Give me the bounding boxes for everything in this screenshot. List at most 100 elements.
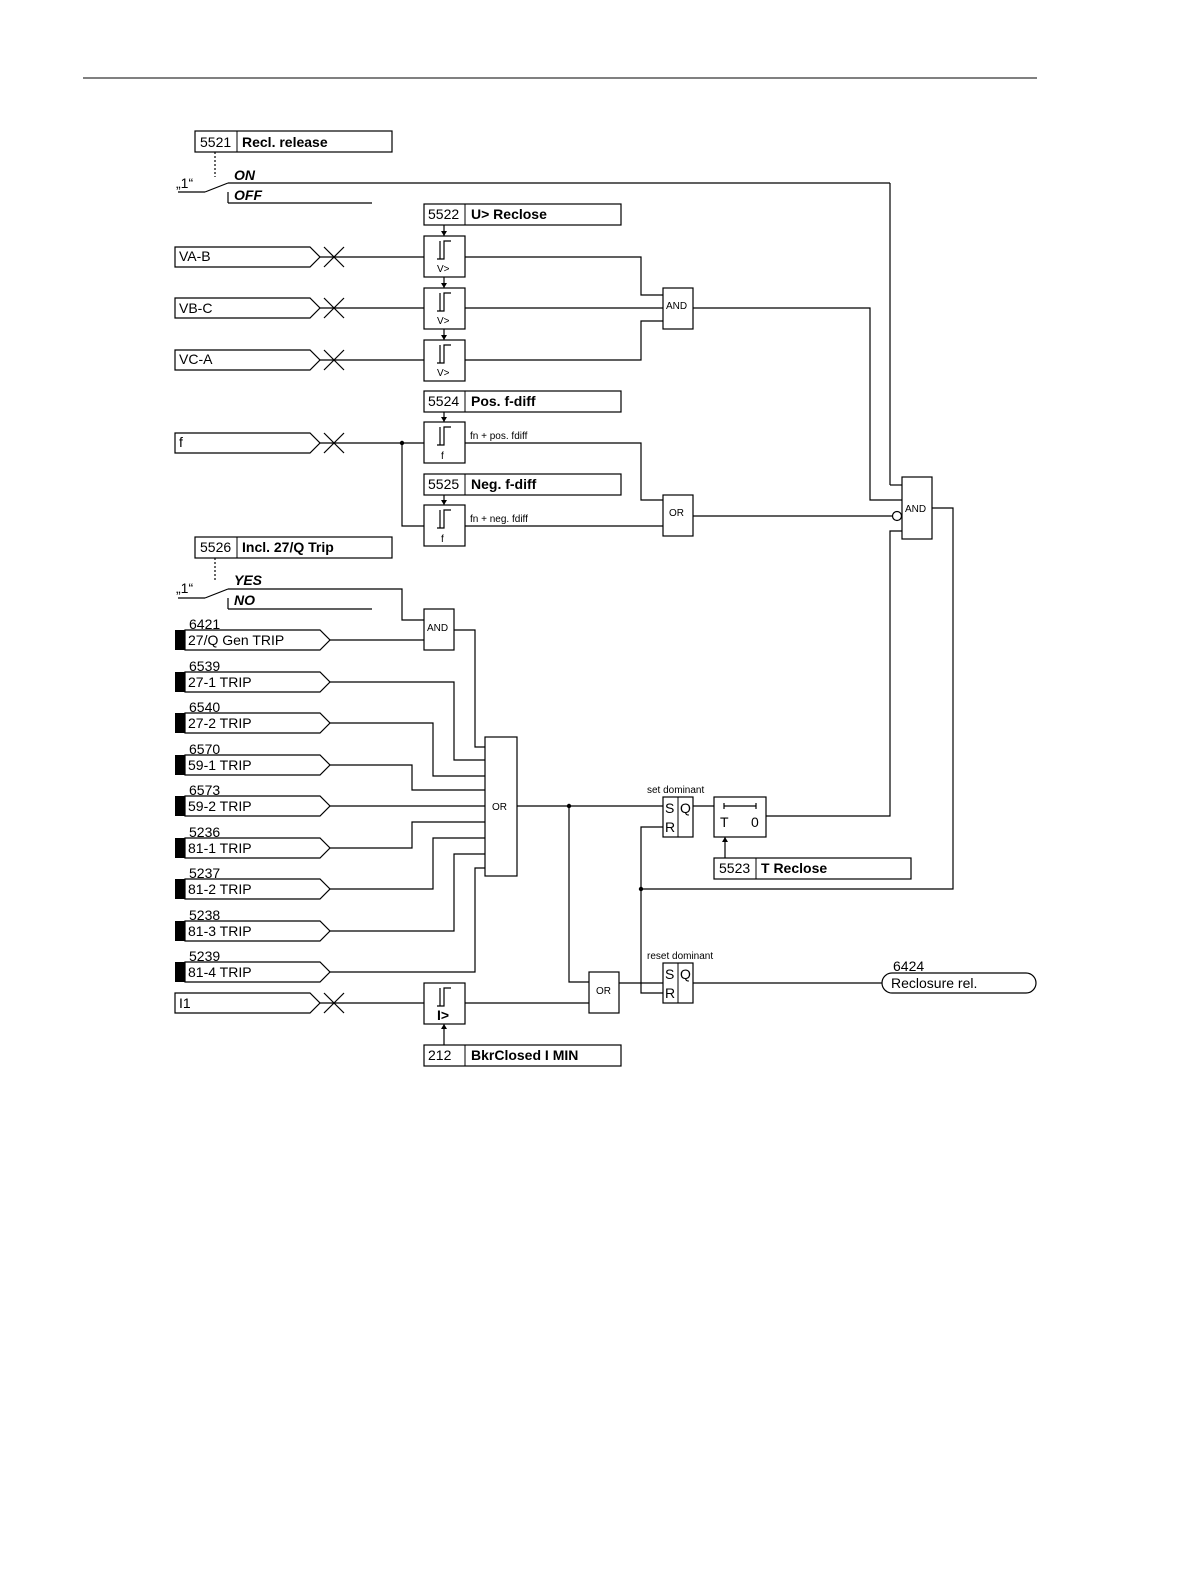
or-gate-breaker: OR [588,971,620,1014]
svg-text:27-2 TRIP: 27-2 TRIP [188,715,252,731]
param-5525: 5525 Neg. f-diff [423,473,622,496]
svg-text:V>: V> [437,264,450,275]
svg-text:0: 0 [751,814,759,830]
svg-text:VC-A: VC-A [179,351,213,367]
param-5526: 5526 Incl. 27/Q Trip [194,536,393,559]
flipflop-set-dominant: S R Q [662,796,694,838]
param-5522: 5522 U> Reclose [423,203,622,226]
input-vbc: VB-C [174,297,424,319]
binary-input-6539: 6539 27-1 TRIP [175,658,485,761]
input-i1: I1 [174,992,424,1014]
binary-input-5236: 5236 81-1 TRIP [175,821,485,859]
svg-text:27-1 TRIP: 27-1 TRIP [188,674,252,690]
binary-input-6421: 6421 27/Q Gen TRIP [175,616,424,651]
svg-text:I>: I> [437,1007,449,1023]
svg-text:„1“: „1“ [176,580,193,596]
svg-text:5237: 5237 [189,865,220,881]
svg-text:AND: AND [905,504,926,515]
input-vca: VC-A [174,349,424,371]
input-vab: VA-B [174,246,424,268]
param-212: 212 BkrClosed I MIN [423,1044,622,1067]
svg-text:5522: 5522 [428,206,459,222]
threshold-i: I> [423,982,466,1025]
svg-text:6573: 6573 [189,782,220,798]
threshold-f-neg: f [423,504,466,547]
svg-text:S: S [665,966,674,982]
param-5523: 5523 T Reclose [713,857,912,880]
param-5524: 5524 Pos. f-diff [423,390,622,413]
svg-text:6570: 6570 [189,741,220,757]
const-one-label: „1“ [176,175,193,191]
switch-recl-release: „1“ ON OFF [176,152,890,204]
reset-dominant-label: reset dominant [647,951,713,962]
svg-text:5239: 5239 [189,948,220,964]
svg-text:R: R [665,819,675,835]
svg-text:V>: V> [437,316,450,327]
svg-text:V>: V> [437,368,450,379]
svg-text:f: f [179,434,183,450]
timer-t-reclose: T 0 [713,796,767,838]
svg-text:5521: 5521 [200,134,231,150]
svg-text:6424: 6424 [893,958,924,974]
svg-text:81-3 TRIP: 81-3 TRIP [188,923,252,939]
binary-input-6573: 6573 59-2 TRIP [175,782,485,817]
threshold-v-2: V> [423,287,466,330]
svg-text:81-4 TRIP: 81-4 TRIP [188,964,252,980]
binary-input-6540: 6540 27-2 TRIP [175,699,485,777]
svg-text:S: S [665,800,674,816]
svg-text:NO: NO [234,592,255,608]
svg-text:Incl. 27/Q Trip: Incl. 27/Q Trip [242,539,334,555]
svg-text:5526: 5526 [200,539,231,555]
svg-text:5238: 5238 [189,907,220,923]
svg-text:5525: 5525 [428,476,459,492]
binary-input-5238: 5238 81-3 TRIP [175,853,485,942]
threshold-v-1: V> [423,235,466,278]
svg-text:81-1 TRIP: 81-1 TRIP [188,840,252,856]
svg-text:AND: AND [666,301,687,312]
svg-text:VA-B: VA-B [179,248,211,264]
svg-text:T Reclose: T Reclose [761,860,827,876]
svg-text:BkrClosed I MIN: BkrClosed I MIN [471,1047,578,1063]
svg-text:5524: 5524 [428,393,459,409]
param-5521: 5521 Recl. release [194,130,393,153]
or-gate-frequency: OR [662,494,694,537]
svg-text:6539: 6539 [189,658,220,674]
flipflop-reset-dominant: S R Q [662,962,694,1004]
binary-input-5237: 5237 81-2 TRIP [175,837,485,900]
svg-text:f: f [441,534,444,545]
svg-text:T: T [720,814,729,830]
svg-text:Recl. release: Recl. release [242,134,328,150]
svg-text:AND: AND [427,623,448,634]
output-6424: 6424 Reclosure rel. [881,958,1037,994]
switch-on-label: ON [234,167,256,183]
fneg-label: fn + neg. fdiff [470,514,528,525]
and-gate-voltage: AND [662,287,694,330]
input-f: f [174,432,424,454]
svg-text:81-2 TRIP: 81-2 TRIP [188,881,252,897]
binary-input-5239: 5239 81-4 TRIP [175,867,485,983]
and-gate-27q: AND [423,608,455,651]
set-dominant-label: set dominant [647,785,704,796]
svg-text:6421: 6421 [189,616,220,632]
svg-text:5236: 5236 [189,824,220,840]
svg-text:6540: 6540 [189,699,220,715]
svg-text:Q: Q [680,800,691,816]
svg-text:Q: Q [680,966,691,982]
and-gate-main: AND [901,476,933,540]
fpos-label: fn + pos. fdiff [470,431,528,442]
or-gate-trips: OR [484,736,518,877]
svg-text:59-1 TRIP: 59-1 TRIP [188,757,252,773]
binary-input-6570: 6570 59-1 TRIP [175,741,485,791]
svg-text:212: 212 [428,1047,452,1063]
svg-text:Reclosure rel.: Reclosure rel. [891,975,977,991]
svg-text:Pos. f-diff: Pos. f-diff [471,393,536,409]
svg-text:YES: YES [234,572,263,588]
svg-text:OR: OR [596,986,611,997]
svg-text:VB-C: VB-C [179,300,212,316]
svg-text:27/Q Gen TRIP: 27/Q Gen TRIP [188,632,284,648]
svg-text:OR: OR [492,802,507,813]
switch-incl-27q: „1“ YES NO [176,558,424,621]
svg-text:59-2 TRIP: 59-2 TRIP [188,798,252,814]
svg-text:I1: I1 [179,995,191,1011]
